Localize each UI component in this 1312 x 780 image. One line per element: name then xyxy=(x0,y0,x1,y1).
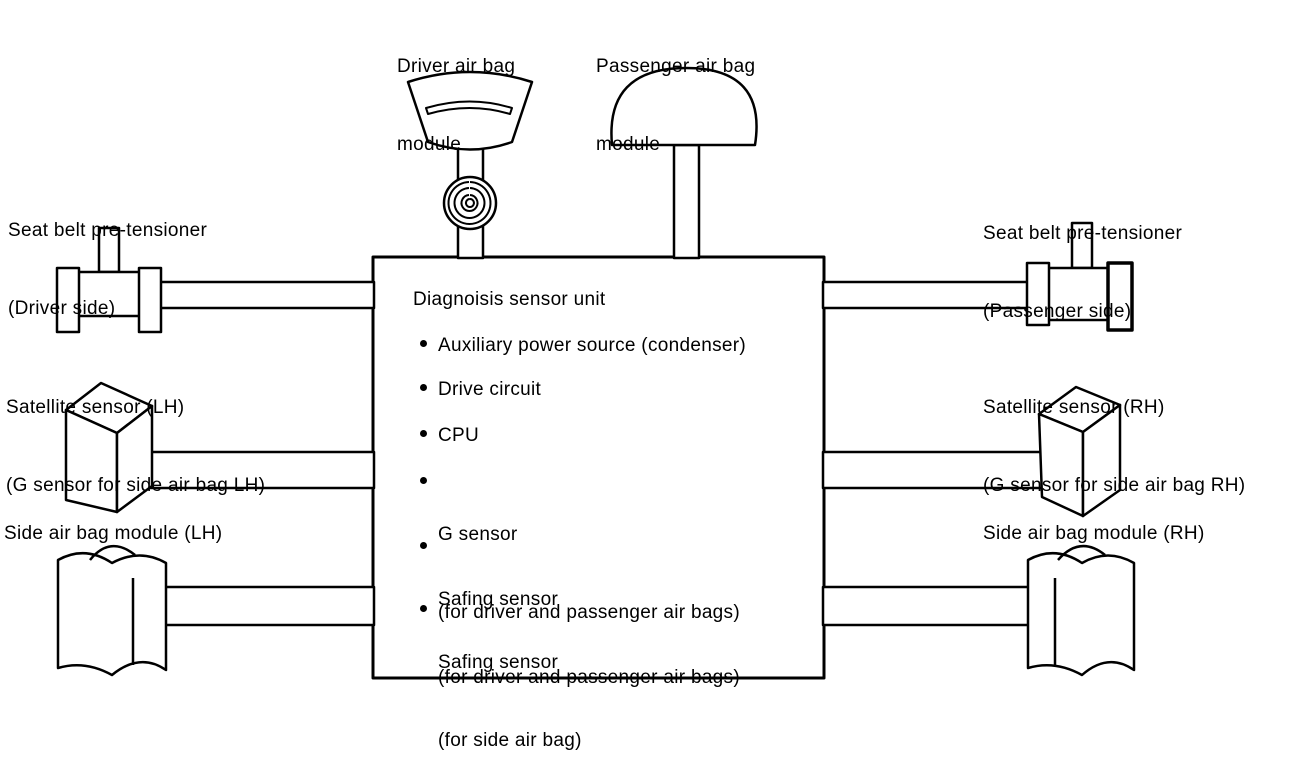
driver-airbag-label: Driver air bag module xyxy=(397,2,515,184)
passenger-airbag-label-line2: module xyxy=(596,134,661,155)
clock-spring-spiral xyxy=(447,181,492,225)
side-airbag-rh-bulge xyxy=(1057,545,1106,561)
seatbelt-passenger-label: Seat belt pre-tensioner (Passenger side) xyxy=(983,169,1182,351)
driver-airbag-module xyxy=(406,70,534,151)
pretensioner-rh-body xyxy=(1043,266,1115,322)
satellite-rh-label: Satellite sensor (RH) (G sensor for side… xyxy=(983,343,1245,525)
unit-item-g-sensor-line2: (for driver and passenger air bags) xyxy=(438,602,740,623)
bullet-icon xyxy=(420,605,427,612)
bullet-icon xyxy=(420,340,427,347)
unit-item-g-sensor: G sensor (for driver and passenger air b… xyxy=(438,470,740,652)
bullet-icon xyxy=(420,477,427,484)
pretensioner-rh-cap-left xyxy=(1025,261,1051,327)
unit-item-safing-sensor-1-line1: Safing sensor xyxy=(438,589,559,610)
unit-item-safing-sensor-2-line2: (for side air bag) xyxy=(438,730,582,751)
side-airbag-rh-pipe xyxy=(821,585,1039,627)
satellite-lh-label: Satellite sensor (LH) (G sensor for side… xyxy=(6,343,265,525)
pretensioner-lh-pipe xyxy=(148,280,376,310)
side-airbag-lh-body xyxy=(56,552,168,677)
satellite-lh-side xyxy=(115,404,154,514)
side-airbag-lh-pipe xyxy=(158,585,376,627)
unit-item-aux-power: Auxiliary power source (condenser) xyxy=(438,335,746,356)
unit-item-safing-sensor-2-line1: Safing sensor xyxy=(438,652,559,673)
seatbelt-driver-label-line2: (Driver side) xyxy=(8,298,116,319)
diagnosis-sensor-unit-box xyxy=(371,255,826,680)
unit-item-safing-sensor-1-line2: (for driver and passenger air bags) xyxy=(438,667,740,688)
bullet-icon xyxy=(420,542,427,549)
seatbelt-passenger-label-line1: Seat belt pre-tensioner xyxy=(983,223,1183,244)
pretensioner-lh-cap-right xyxy=(137,266,163,334)
bullet-icon xyxy=(420,430,427,437)
satellite-lh-pipe xyxy=(148,450,376,490)
passenger-airbag-label: Passenger air bag module xyxy=(596,2,755,184)
pretensioner-lh-cap-left xyxy=(55,266,81,334)
satellite-rh-pipe xyxy=(821,450,1055,490)
unit-item-safing-sensor-1: Safing sensor (for driver and passenger … xyxy=(438,535,740,717)
side-airbag-rh-label: Side air bag module (RH) xyxy=(983,523,1205,544)
driver-airbag-label-line2: module xyxy=(397,134,462,155)
unit-item-g-sensor-line1: G sensor xyxy=(438,524,518,545)
driver-airbag-label-line1: Driver air bag xyxy=(397,56,516,77)
seatbelt-driver-label-line1: Seat belt pre-tensioner xyxy=(8,220,208,241)
satellite-lh-label-line1: Satellite sensor (LH) xyxy=(6,397,185,418)
satellite-lh-label-line2: (G sensor for side air bag LH) xyxy=(6,475,266,496)
unit-title: Diagnoisis sensor unit xyxy=(413,289,606,310)
satellite-rh-label-line2: (G sensor for side air bag RH) xyxy=(983,475,1246,496)
unit-item-cpu: CPU xyxy=(438,425,480,446)
seatbelt-passenger-label-line2: (Passenger side) xyxy=(983,301,1132,322)
side-airbag-rh-body xyxy=(1026,552,1136,677)
airbag-system-diagram xyxy=(55,66,1136,680)
passenger-airbag-label-line1: Passenger air bag xyxy=(596,56,756,77)
side-airbag-lh-label: Side air bag module (LH) xyxy=(4,523,223,544)
side-airbag-lh-bulge xyxy=(89,545,136,561)
pretensioner-rh-cap-right xyxy=(1106,261,1134,332)
unit-item-safing-sensor-2: Safing sensor (for side air bag) xyxy=(438,598,582,780)
satellite-rh-side xyxy=(1081,403,1122,518)
satellite-rh-label-line1: Satellite sensor (RH) xyxy=(983,397,1165,418)
unit-item-drive-circuit: Drive circuit xyxy=(438,379,542,400)
clock-spring xyxy=(442,175,498,231)
passenger-airbag-module xyxy=(610,66,758,147)
seatbelt-driver-label: Seat belt pre-tensioner (Driver side) xyxy=(8,166,207,348)
driver-airbag-emblem xyxy=(425,100,513,115)
bullet-icon xyxy=(420,384,427,391)
